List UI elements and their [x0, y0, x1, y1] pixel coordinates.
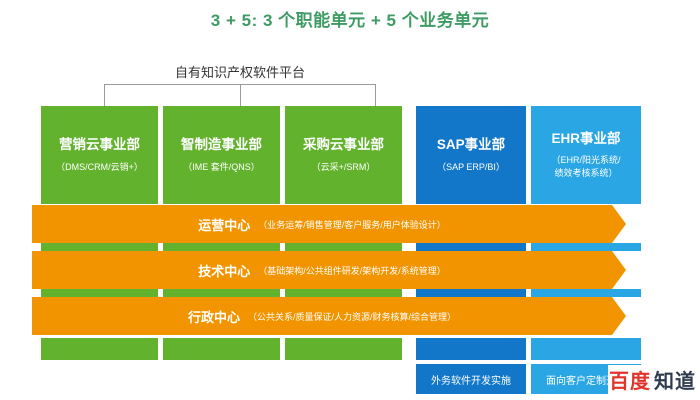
bottom-box-label: 面向客户定制开发 [546, 375, 626, 387]
watermark-brand: 百度 [608, 365, 652, 394]
center-title: 行政中心 [187, 309, 240, 325]
unit-subtitle: （DMS/CRM/云销+） [56, 161, 143, 172]
bottom-box-outsourced-dev[interactable]: 外务软件开发实施 [416, 364, 526, 394]
center-subtitle: （公共关系/质量保证/人力资源/财务核算/综合管理） [248, 311, 457, 322]
column-strip-blue-1 [416, 243, 526, 251]
platform-label: 自有知识产权软件平台 [174, 65, 305, 80]
column-strip-green-2 [163, 243, 280, 251]
unit-card-marketing-cloud[interactable]: 营销云事业部 （DMS/CRM/云销+） [41, 106, 158, 204]
unit-subtitle-line2: 绩效考核系统） [554, 167, 618, 178]
bracket-stem-middle [240, 84, 241, 106]
center-title: 运营中心 [198, 217, 251, 233]
unit-card-smart-manufacturing[interactable]: 智制造事业部 （IME 套件/QNS） [163, 106, 280, 204]
unit-card-sap[interactable]: SAP事业部 （SAP ERP/BI） [416, 106, 526, 204]
center-title: 技术中心 [198, 263, 251, 279]
unit-subtitle: （云采+/SRM） [311, 161, 376, 172]
unit-title: 采购云事业部 [303, 137, 384, 153]
column-strip-green-5 [163, 289, 280, 297]
unit-subtitle: （SAP ERP/BI） [437, 161, 505, 172]
column-footer-blue-1 [416, 338, 526, 360]
center-row-administration[interactable]: 行政中心 （公共关系/质量保证/人力资源/财务核算/综合管理） [32, 297, 626, 335]
center-row-operations[interactable]: 运营中心 （业务运筹/销售管理/客户服务/用户体验设计） [32, 205, 626, 243]
baidu-zhidao-watermark: 百度 知道 [608, 365, 696, 394]
unit-title: 智制造事业部 [181, 137, 262, 153]
watermark-suffix: 知道 [654, 371, 696, 393]
unit-title: SAP事业部 [436, 137, 506, 153]
column-strip-blue-4 [531, 289, 641, 297]
column-strip-green-3 [285, 243, 402, 251]
column-footer-green-3 [285, 338, 402, 360]
unit-subtitle: （EHR/阳光系统/ 绩效考核系统） [551, 154, 620, 178]
unit-subtitle: （IME 套件/QNS） [183, 161, 260, 172]
unit-title: 营销云事业部 [59, 137, 140, 153]
column-footer-blue-2 [531, 338, 641, 360]
bottom-box-label: 外务软件开发实施 [431, 375, 511, 387]
unit-title: EHR事业部 [551, 131, 621, 147]
center-row-technology[interactable]: 技术中心 （基础架构/公共组件研发/架构开发/系统管理） [32, 251, 626, 289]
page-title: 3 + 5: 3 个职能单元 + 5 个业务单元 [210, 11, 490, 30]
column-strip-green-1 [41, 243, 158, 251]
column-footer-green-2 [163, 338, 280, 360]
unit-card-ehr[interactable]: EHR事业部 （EHR/阳光系统/ 绩效考核系统） [531, 106, 641, 204]
center-subtitle: （基础架构/公共组件研发/架构开发/系统管理） [258, 265, 446, 276]
column-strip-green-6 [285, 289, 402, 297]
column-strip-blue-2 [531, 243, 641, 251]
unit-card-procurement-cloud[interactable]: 采购云事业部 （云采+/SRM） [285, 106, 402, 204]
column-strip-green-4 [41, 289, 158, 297]
column-footer-green-1 [41, 338, 158, 360]
column-strip-blue-3 [416, 289, 526, 297]
unit-subtitle-line1: （EHR/阳光系统/ [551, 155, 621, 166]
center-subtitle: （业务运筹/销售管理/客户服务/用户体验设计） [258, 219, 446, 230]
